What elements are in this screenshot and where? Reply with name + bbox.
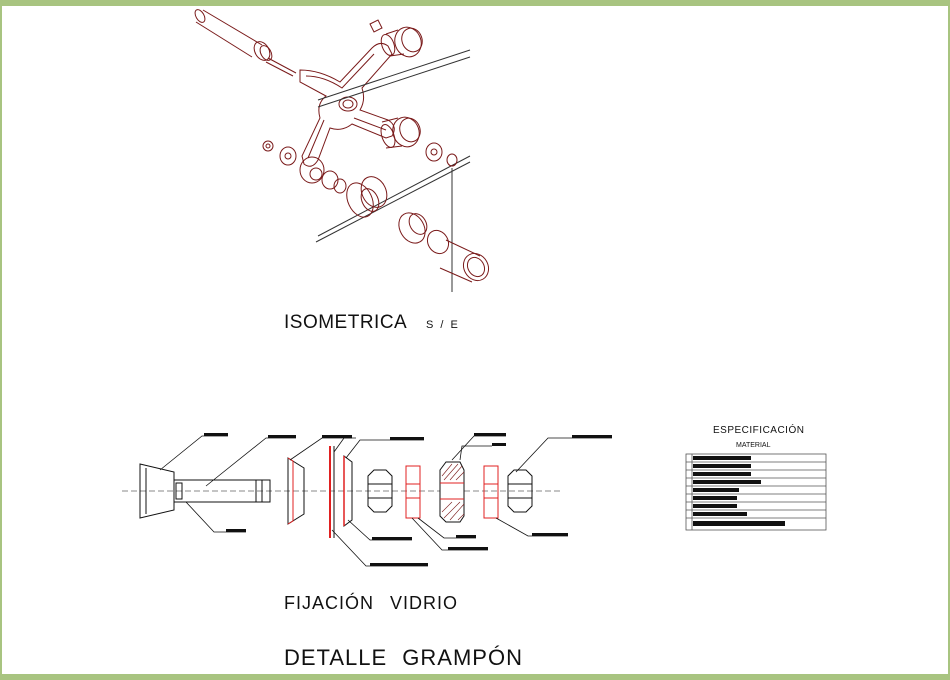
nut-1 xyxy=(367,469,393,513)
rod xyxy=(194,9,297,77)
spacer xyxy=(439,461,465,523)
middle-button-head xyxy=(380,116,421,149)
gasket-1 xyxy=(405,465,421,519)
spec-table-border xyxy=(685,453,827,531)
spec-table-rows xyxy=(686,454,826,530)
right-washers xyxy=(398,142,490,283)
viewport-border-bottom xyxy=(0,674,950,680)
spec-table-entries xyxy=(693,456,785,526)
spider-fitting xyxy=(299,42,395,167)
gasket-2 xyxy=(483,465,499,519)
glass-pane xyxy=(329,446,335,538)
washer-1 xyxy=(343,455,353,527)
fixing-title: FIJACIÓN VIDRIO xyxy=(284,593,459,613)
detail-title: DETALLE GRAMPÓN xyxy=(284,645,523,670)
bolt xyxy=(139,463,271,519)
specification-title: ESPECIFICACIÓN xyxy=(713,425,805,436)
viewport-border-right xyxy=(948,0,950,680)
leader-label-bars xyxy=(204,433,612,566)
left-washers xyxy=(262,140,388,218)
isometric-title: ISOMETRICA xyxy=(284,312,408,333)
top-button-head xyxy=(369,19,423,58)
isometric-scale-note: S / E xyxy=(426,319,460,331)
glass-pane-edges xyxy=(315,49,471,292)
viewport-border-top xyxy=(0,0,950,6)
viewport-border-left xyxy=(0,0,2,680)
specification-subtitle: MATERIAL xyxy=(736,442,771,449)
